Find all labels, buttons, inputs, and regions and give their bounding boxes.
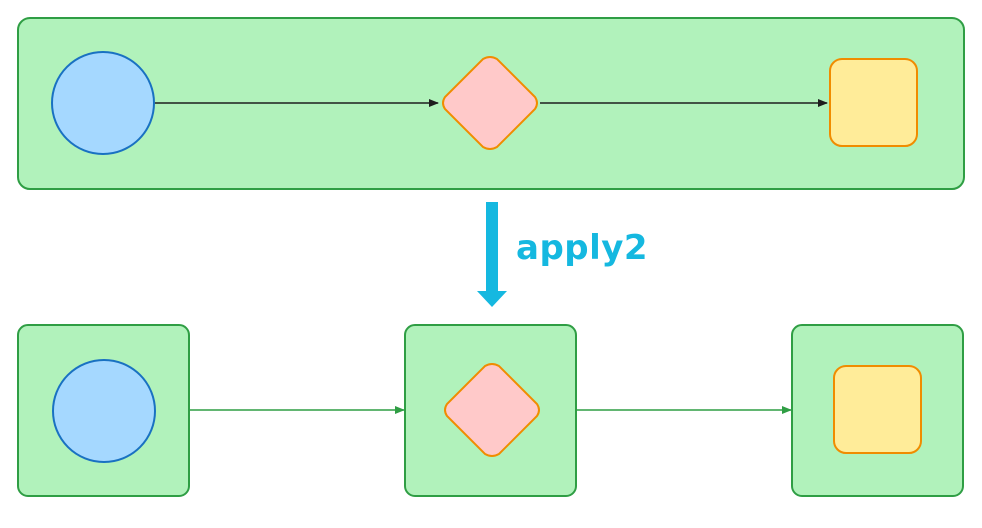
- after-group: [17, 324, 964, 497]
- square-node: [829, 58, 918, 147]
- circle-node: [51, 51, 155, 155]
- transform-arrow: [477, 202, 507, 307]
- diamond-node: [442, 56, 538, 150]
- transform-arrow-head: [477, 291, 507, 307]
- circle-node: [52, 359, 156, 463]
- square-node: [833, 365, 922, 454]
- before-group: [17, 17, 965, 190]
- diamond-node: [444, 363, 540, 457]
- transform-label: apply2: [516, 228, 649, 268]
- transform-arrow-shaft: [486, 202, 498, 292]
